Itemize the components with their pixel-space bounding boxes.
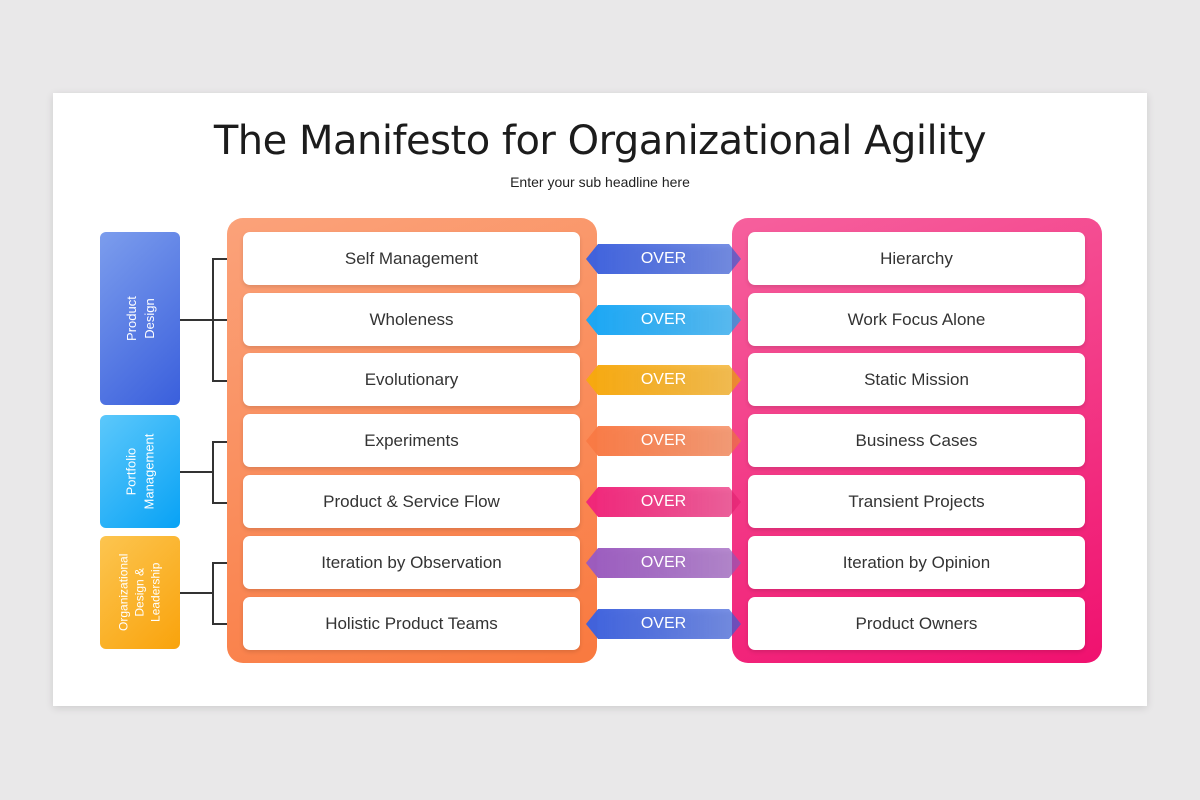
over-badge: OVER — [586, 548, 741, 578]
connector — [212, 441, 214, 502]
over-badge: OVER — [586, 426, 741, 456]
category-organizational-design: Organizational Design & Leadership — [100, 536, 180, 649]
right-value-item: Product Owners — [748, 597, 1085, 650]
left-value-item: Product & Service Flow — [243, 475, 580, 528]
left-value-item: Self Management — [243, 232, 580, 285]
left-value-item: Iteration by Observation — [243, 536, 580, 589]
right-value-item: Business Cases — [748, 414, 1085, 467]
connector — [180, 319, 212, 321]
left-value-item: Experiments — [243, 414, 580, 467]
right-value-item: Work Focus Alone — [748, 293, 1085, 346]
right-value-item: Static Mission — [748, 353, 1085, 406]
category-label: Product Design — [123, 296, 156, 341]
subtitle: Enter your sub headline here — [510, 174, 690, 190]
left-value-item: Evolutionary — [243, 353, 580, 406]
over-badge: OVER — [586, 365, 741, 395]
category-label: Organizational Design & Leadership — [116, 553, 164, 632]
page-title: The Manifesto for Organizational Agility — [213, 118, 987, 164]
over-badge: OVER — [586, 244, 741, 274]
over-badge: OVER — [586, 305, 741, 335]
right-value-item: Transient Projects — [748, 475, 1085, 528]
left-value-item: Holistic Product Teams — [243, 597, 580, 650]
category-label: Portfolio Management — [123, 433, 156, 510]
category-product-design: Product Design — [100, 232, 180, 405]
category-portfolio-management: Portfolio Management — [100, 415, 180, 528]
over-badge: OVER — [586, 609, 741, 639]
connector — [180, 592, 212, 594]
right-value-item: Iteration by Opinion — [748, 536, 1085, 589]
right-value-item: Hierarchy — [748, 232, 1085, 285]
connector — [212, 562, 214, 623]
left-value-item: Wholeness — [243, 293, 580, 346]
over-badge: OVER — [586, 487, 741, 517]
connector — [180, 471, 212, 473]
